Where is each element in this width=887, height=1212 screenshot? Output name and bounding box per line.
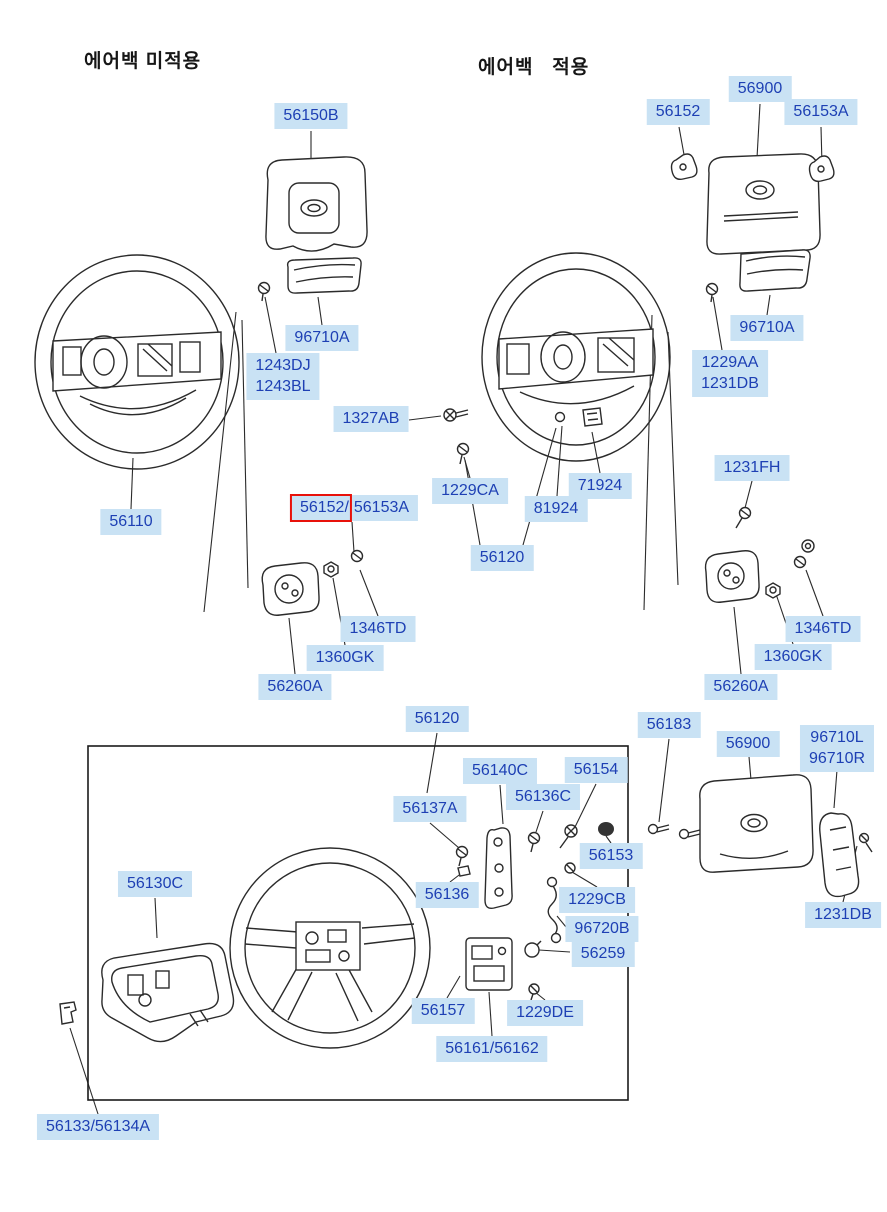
part-label-1360GK-right[interactable]: 1360GK — [754, 644, 832, 670]
part-label-56140C[interactable]: 56140C — [462, 758, 538, 784]
screw-1229CA — [456, 442, 470, 465]
part-label-56120-bottom[interactable]: 56120 — [405, 706, 469, 732]
cable-96720B — [546, 876, 562, 944]
part-label-1360GK-left[interactable]: 1360GK — [306, 645, 384, 671]
knob-56153 — [598, 822, 614, 836]
pad-56130C — [101, 942, 235, 1043]
part-label-96720B[interactable]: 96720B — [565, 916, 639, 942]
lower-cover-96710A-left — [286, 257, 362, 294]
part-label-56161-56162[interactable]: 56161/56162 — [436, 1036, 548, 1062]
combination-switch-56260A-right — [704, 550, 760, 603]
part-label-1231FH[interactable]: 1231FH — [714, 455, 790, 481]
label-line: 1243DJ — [255, 357, 311, 374]
ring-56259 — [524, 940, 542, 958]
part-label-56120-top[interactable]: 56120 — [470, 545, 534, 571]
clip-56136 — [457, 865, 471, 877]
part-label-56136[interactable]: 56136 — [415, 882, 479, 908]
part-label-96710A-right[interactable]: 96710A — [730, 315, 804, 341]
clip-56153A — [808, 155, 835, 183]
screw-1229DE — [528, 983, 540, 1001]
screw-1229CB — [564, 862, 576, 874]
label-line: 1243BL — [255, 378, 311, 395]
part-label-1346TD-right[interactable]: 1346TD — [785, 616, 861, 642]
label-line: 1229AA — [701, 354, 759, 371]
nut-1360GK-right — [765, 582, 781, 599]
part-label-1346TD-left[interactable]: 1346TD — [340, 616, 416, 642]
screw-56136C — [527, 831, 541, 853]
part-label-56259[interactable]: 56259 — [571, 941, 635, 967]
part-label-1243DJ-1243BL[interactable]: 1243DJ 1243BL — [246, 353, 320, 400]
part-label-56154[interactable]: 56154 — [564, 757, 628, 783]
part-label-56153[interactable]: 56153 — [579, 843, 643, 869]
label-line: 96710R — [808, 750, 866, 767]
airbag-pad-56900-top — [706, 153, 821, 255]
part-label-1229CA[interactable]: 1229CA — [432, 478, 508, 504]
washer-1346TD-left — [350, 549, 364, 563]
part-label-1231DB-bottom[interactable]: 1231DB — [805, 902, 881, 928]
part-label-96710A-left[interactable]: 96710A — [285, 325, 359, 351]
label-line: 96710L — [810, 729, 864, 746]
part-label-56260A-left[interactable]: 56260A — [258, 674, 332, 700]
clip-56152 — [670, 153, 698, 181]
clip-56133-56134A — [59, 1001, 77, 1025]
part-label-56133-56134A[interactable]: 56133/56134A — [36, 1114, 160, 1140]
screw-56137A — [455, 845, 469, 867]
label-line: 1231DB — [701, 375, 759, 392]
selected-part-highlight: 56152/ — [289, 494, 352, 522]
part-label-81924[interactable]: 81924 — [524, 496, 588, 522]
part-label-56150B[interactable]: 56150B — [274, 103, 348, 129]
part-label-1229DE[interactable]: 1229DE — [507, 1000, 583, 1026]
lower-cover-96710A-right — [739, 249, 811, 292]
part-label-71924[interactable]: 71924 — [568, 473, 632, 499]
part-label-56183[interactable]: 56183 — [637, 712, 701, 738]
part-label-56900-top[interactable]: 56900 — [728, 76, 792, 102]
part-label-56152-56153A-selected[interactable]: 56152/56153A — [289, 494, 419, 522]
part-label-56900-bottom[interactable]: 56900 — [716, 731, 780, 757]
washer-1346TD-right — [793, 539, 815, 569]
label-line: 56153A — [353, 499, 410, 516]
steering-wheel-right — [481, 252, 671, 462]
screw-1231FH — [735, 506, 752, 529]
section-title-no-airbag: 에어백 미적용 — [84, 51, 202, 72]
part-label-1229CB[interactable]: 1229CB — [559, 887, 635, 913]
contact-unit-56161-56162 — [465, 937, 513, 991]
steering-wheel-56110 — [34, 254, 240, 470]
bolts-56183 — [647, 823, 701, 840]
part-label-1229AA-1231DB[interactable]: 1229AA 1231DB — [692, 350, 768, 397]
section-title-airbag: 에어백 적용 — [478, 57, 590, 78]
screw-1229AA — [705, 282, 719, 303]
part-label-1327AB[interactable]: 1327AB — [333, 406, 409, 432]
screw-1243DJ — [257, 281, 271, 302]
part-label-56110[interactable]: 56110 — [100, 509, 162, 535]
screw-1231DB-bottom — [858, 832, 873, 853]
part-label-56136C[interactable]: 56136C — [505, 784, 581, 810]
part-label-56153A-top[interactable]: 56153A — [784, 99, 858, 125]
airbag-pad-56900-bottom — [699, 774, 814, 873]
plate-56140C — [484, 827, 513, 910]
bolt-56154 — [559, 824, 578, 849]
part-label-56137A[interactable]: 56137A — [393, 796, 467, 822]
horn-pad-56150B — [265, 156, 368, 252]
part-label-56260A-right[interactable]: 56260A — [704, 674, 778, 700]
part-label-56152-top[interactable]: 56152 — [646, 99, 710, 125]
part-label-56157[interactable]: 56157 — [411, 998, 475, 1024]
combination-switch-56260A-left — [261, 562, 320, 616]
nut-1360GK-left — [323, 561, 339, 578]
steering-wheel-bottom — [229, 847, 431, 1049]
cover-96710LR — [819, 812, 860, 898]
part-label-96710L-96710R[interactable]: 96710L 96710R — [799, 725, 875, 772]
part-label-56130C[interactable]: 56130C — [117, 871, 193, 897]
bolt-1327AB — [443, 408, 469, 422]
